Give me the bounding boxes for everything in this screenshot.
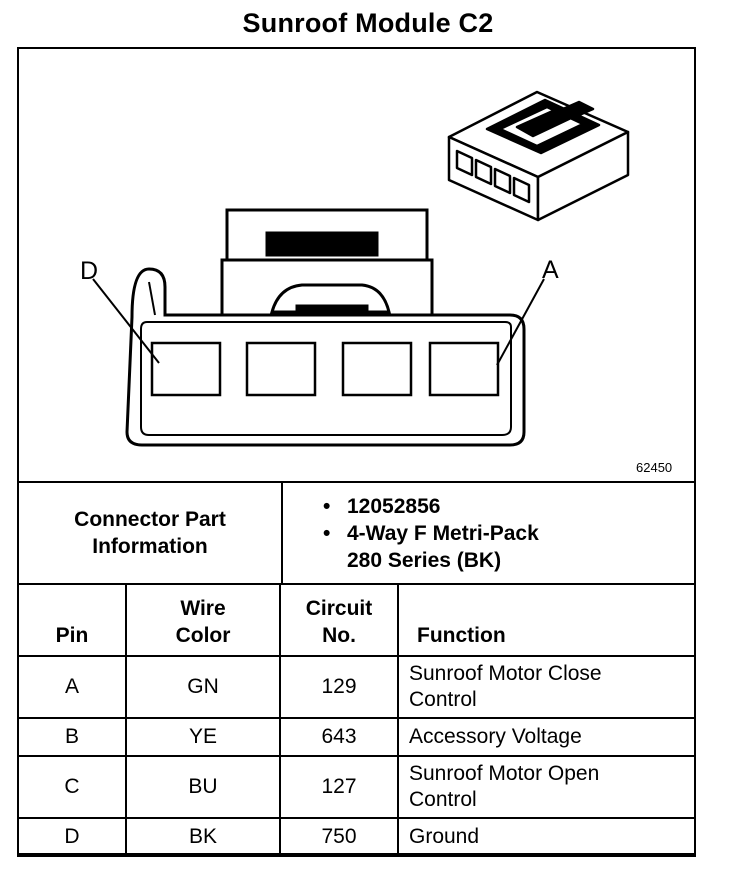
connector-part-info-label: Connector Part Information xyxy=(17,481,283,585)
table-row: D BK 750 Ground xyxy=(17,817,696,857)
header-pin: Pin xyxy=(17,583,127,657)
cavity-b xyxy=(341,341,413,397)
cavity-a xyxy=(428,341,500,397)
page-title: Sunroof Module C2 xyxy=(242,8,494,38)
pin-label-d: D xyxy=(80,257,98,285)
connector-illustration: D A xyxy=(17,47,696,481)
figure-id: 62450 xyxy=(636,460,673,475)
connector-face-view xyxy=(92,208,545,447)
header-function: Function xyxy=(397,583,696,657)
cavity-d xyxy=(150,341,222,397)
cavity-c xyxy=(245,341,317,397)
table-row: B YE 643 Accessory Voltage xyxy=(17,717,696,757)
connector-drawing: D A xyxy=(80,90,630,447)
connector-info-table: Connector Part Information 12052856 4-Wa… xyxy=(17,481,696,585)
part-description: 4-Way F Metri-Pack 280 Series (BK) xyxy=(323,520,694,574)
connector-isometric-icon xyxy=(447,90,630,222)
pin-label-a: A xyxy=(542,256,559,284)
connector-part-info-values: 12052856 4-Way F Metri-Pack 280 Series (… xyxy=(281,481,696,585)
part-number: 12052856 xyxy=(323,493,694,520)
